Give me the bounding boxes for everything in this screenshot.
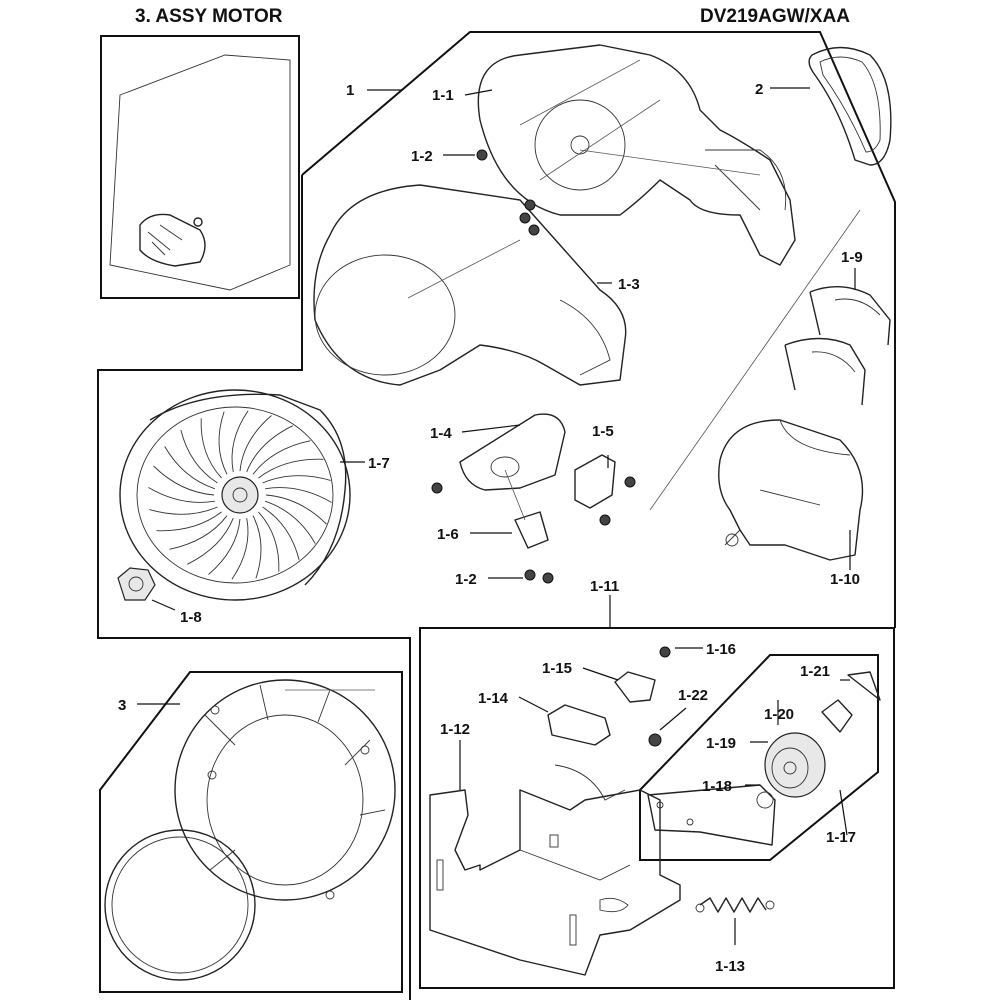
leader-lines (137, 87, 856, 945)
blower-blade (231, 410, 249, 472)
locator-thumbnail (100, 35, 300, 299)
blower-blade (231, 518, 249, 580)
callout-1-7: 1-7 (368, 455, 390, 472)
part-1-22-screw (648, 733, 662, 747)
part-3-gasket (104, 829, 256, 981)
blower-blade (200, 418, 222, 479)
callout-1-14: 1-14 (478, 690, 509, 707)
callout-1-12: 1-12 (440, 721, 470, 738)
blower-blade (265, 487, 332, 503)
part-1-8-nut (117, 567, 156, 601)
callout-1-1: 1-1 (432, 87, 454, 104)
part-1-12-motor-bracket (429, 764, 681, 976)
blower-blade (239, 415, 272, 472)
blower-blade (148, 487, 215, 503)
part-1-21-clip (847, 671, 881, 701)
part-1-10-motor (649, 209, 864, 561)
callout-1-15: 1-15 (542, 660, 572, 677)
callout-3: 3 (118, 697, 126, 714)
part-1-19-pulley (764, 732, 826, 798)
part-1-5-switch (574, 454, 636, 526)
blower-blade (156, 511, 222, 532)
callout-1: 1 (346, 82, 354, 99)
blower-blade (262, 475, 331, 484)
callout-1-4: 1-4 (430, 425, 452, 442)
callout-1-20: 1-20 (764, 706, 794, 723)
callout-1-16: 1-16 (706, 641, 736, 658)
callout-1-3: 1-3 (618, 276, 640, 293)
callout-1-8: 1-8 (180, 609, 202, 626)
blower-blade (187, 517, 234, 565)
callout-1-6: 1-6 (437, 526, 459, 543)
assembly-frame-lower (97, 175, 411, 1000)
part-1-15-micro-switch (614, 671, 656, 703)
blower-blade (180, 429, 218, 484)
blower-blade (252, 440, 311, 475)
assembly-frame (301, 31, 896, 628)
blower-blade (149, 506, 218, 515)
part-1-6-sensor (504, 469, 554, 584)
blower-blade (258, 458, 324, 479)
section-title: 3. ASSY MOTOR (135, 6, 283, 27)
model-number: DV219AGW/XAA (700, 6, 850, 27)
callout-1-13: 1-13 (715, 958, 745, 975)
blower-blade (246, 425, 293, 473)
blower-blade (153, 465, 215, 496)
blower-blade (264, 500, 316, 544)
callout-1-5: 1-5 (592, 423, 614, 440)
part-1-4-switch-bracket (431, 413, 566, 494)
callout-1-17: 1-17 (826, 829, 856, 846)
blower-blade (208, 518, 241, 575)
part-1-16-screw (659, 646, 671, 658)
part-3-front-panel (174, 679, 396, 901)
callout-1-2a: 1-2 (411, 148, 433, 165)
blower-blade (218, 411, 228, 475)
part-1-13-spring (695, 897, 775, 913)
callout-1-18: 1-18 (702, 778, 732, 795)
blower-blade (265, 494, 327, 525)
callout-labels: 1 1-1 1-2 1-3 2 1-4 1-5 1-6 1-2 1-7 1-8 … (118, 81, 863, 975)
part-1-14-cover (547, 704, 611, 746)
callout-1-11: 1-11 (590, 578, 619, 595)
callout-1-21: 1-21 (800, 663, 830, 680)
bracket-frame (419, 627, 895, 989)
part-1-7-blower-wheel (119, 389, 351, 601)
blower-blade (252, 515, 262, 579)
assy-3-frame (99, 671, 403, 993)
callout-1-2b: 1-2 (455, 571, 477, 588)
part-2-belt (808, 46, 892, 166)
screws-1-2-upper (476, 149, 540, 236)
part-1-20-bearing (821, 699, 853, 733)
blower-blade (262, 506, 300, 561)
pulley-subframe (639, 654, 879, 861)
blower-blade (258, 511, 280, 572)
callout-1-19: 1-19 (706, 735, 736, 752)
callout-1-22: 1-22 (678, 687, 708, 704)
blower-blade (169, 515, 228, 550)
part-1-9-clips (784, 286, 891, 406)
part-1-3-housing-cover (313, 184, 627, 386)
callout-1-10: 1-10 (830, 571, 860, 588)
blower-blade (164, 446, 216, 490)
callout-2: 2 (755, 81, 763, 98)
part-1-1-fan-housing (477, 44, 796, 266)
callout-1-9: 1-9 (841, 249, 863, 266)
